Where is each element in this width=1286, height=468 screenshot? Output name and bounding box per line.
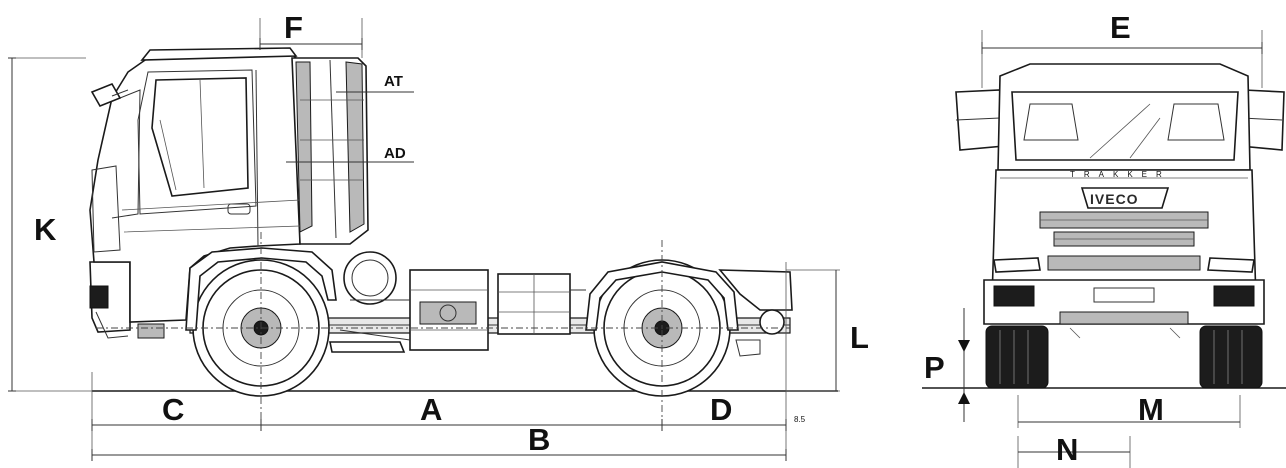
- rear-light: [759, 309, 785, 335]
- fog-lamp-right: [1213, 285, 1255, 307]
- label-B: B: [528, 422, 550, 457]
- label-L: L: [850, 320, 869, 355]
- label-M: M: [1138, 392, 1164, 427]
- label-C: C: [162, 392, 184, 427]
- side-view: K F AT AD L C A D B 8.5: [8, 10, 869, 461]
- air-intake-right: [345, 61, 365, 233]
- front-tyre-left: [985, 325, 1049, 389]
- step: [137, 323, 165, 339]
- front-fender: [185, 247, 337, 331]
- label-F: F: [284, 10, 303, 45]
- callout-AT: AT: [384, 73, 403, 90]
- label-A: A: [420, 392, 442, 427]
- label-N: N: [1056, 432, 1078, 467]
- tow-bar: [1059, 311, 1189, 325]
- rear-fender: [585, 261, 739, 331]
- front-tyre-right: [1199, 325, 1263, 389]
- front-view: TRAKKER IVECO: [922, 10, 1286, 468]
- brand-badge: IVECO: [1090, 191, 1139, 207]
- door-handle: [227, 203, 251, 215]
- model-badge: TRAKKER: [1070, 170, 1171, 179]
- door-window: [151, 77, 249, 197]
- plate: [1093, 287, 1155, 303]
- label-D: D: [710, 392, 732, 427]
- seats: [1023, 103, 1225, 141]
- air-intake-left: [295, 61, 313, 233]
- callout-AD: AD: [384, 145, 406, 162]
- exhaust-pipe: [329, 341, 406, 353]
- headlight-right: [1207, 257, 1255, 273]
- headlight-left: [993, 257, 1041, 273]
- label-E: E: [1110, 10, 1131, 45]
- label-P: P: [924, 350, 945, 385]
- side-mirror: [90, 82, 122, 108]
- label-K: K: [34, 212, 57, 247]
- cab-roof: [140, 47, 298, 61]
- fog-lamp-left: [993, 285, 1035, 307]
- fog-lamp: [89, 285, 109, 309]
- small-note: 8.5: [794, 415, 806, 424]
